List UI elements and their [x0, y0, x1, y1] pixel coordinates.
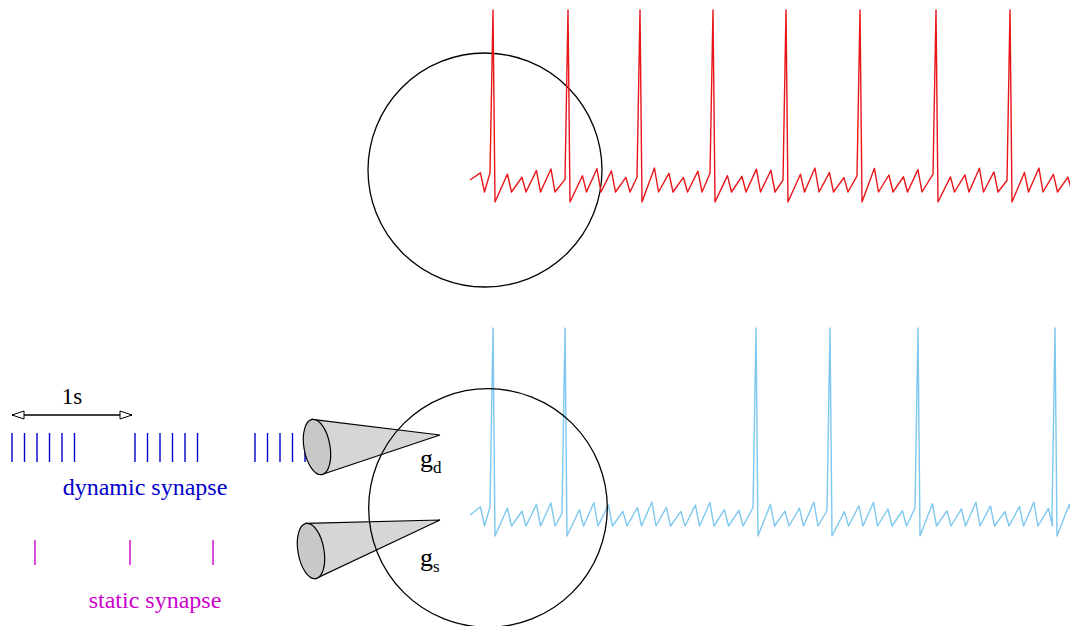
cone-base [293, 521, 328, 581]
spike-tick [279, 433, 280, 462]
conductance-label: gs [420, 545, 440, 575]
spike-tick [267, 433, 268, 462]
voltage-trace [470, 328, 1070, 536]
dynamic-synapse-label: dynamic synapse [63, 475, 228, 499]
spike-tick [134, 433, 135, 462]
spike-tick [36, 433, 37, 462]
spike-tick [147, 433, 148, 462]
spike-tick [11, 433, 12, 462]
circle-outline [368, 388, 608, 626]
cone-base [299, 417, 334, 477]
spike-tick [292, 433, 293, 462]
spike-tick [49, 433, 50, 462]
spike-tick [24, 433, 25, 462]
scale-arrow [12, 414, 132, 415]
spike-tick [74, 433, 75, 462]
static-synapse-label: static synapse [89, 588, 222, 612]
voltage-trace [470, 10, 1070, 202]
static-spike-train [35, 540, 310, 565]
neuron-circle: gd gs [368, 388, 608, 626]
conductance-label: gd [420, 446, 442, 476]
spike-tick [34, 540, 35, 565]
spike-tick [129, 540, 130, 565]
synapse-cone [293, 520, 440, 581]
dynamic-spike-train [12, 433, 318, 462]
circle-outline [369, 389, 608, 626]
cone-body [306, 520, 440, 579]
synapse-cone [299, 417, 440, 477]
time-scale-label: 1s [62, 385, 82, 408]
spike-tick [61, 433, 62, 462]
spike-tick [172, 433, 173, 462]
spike-tick [159, 433, 160, 462]
spike-tick [197, 433, 198, 462]
spike-tick [254, 433, 255, 462]
spike-tick [212, 540, 213, 565]
spike-tick [184, 433, 185, 462]
